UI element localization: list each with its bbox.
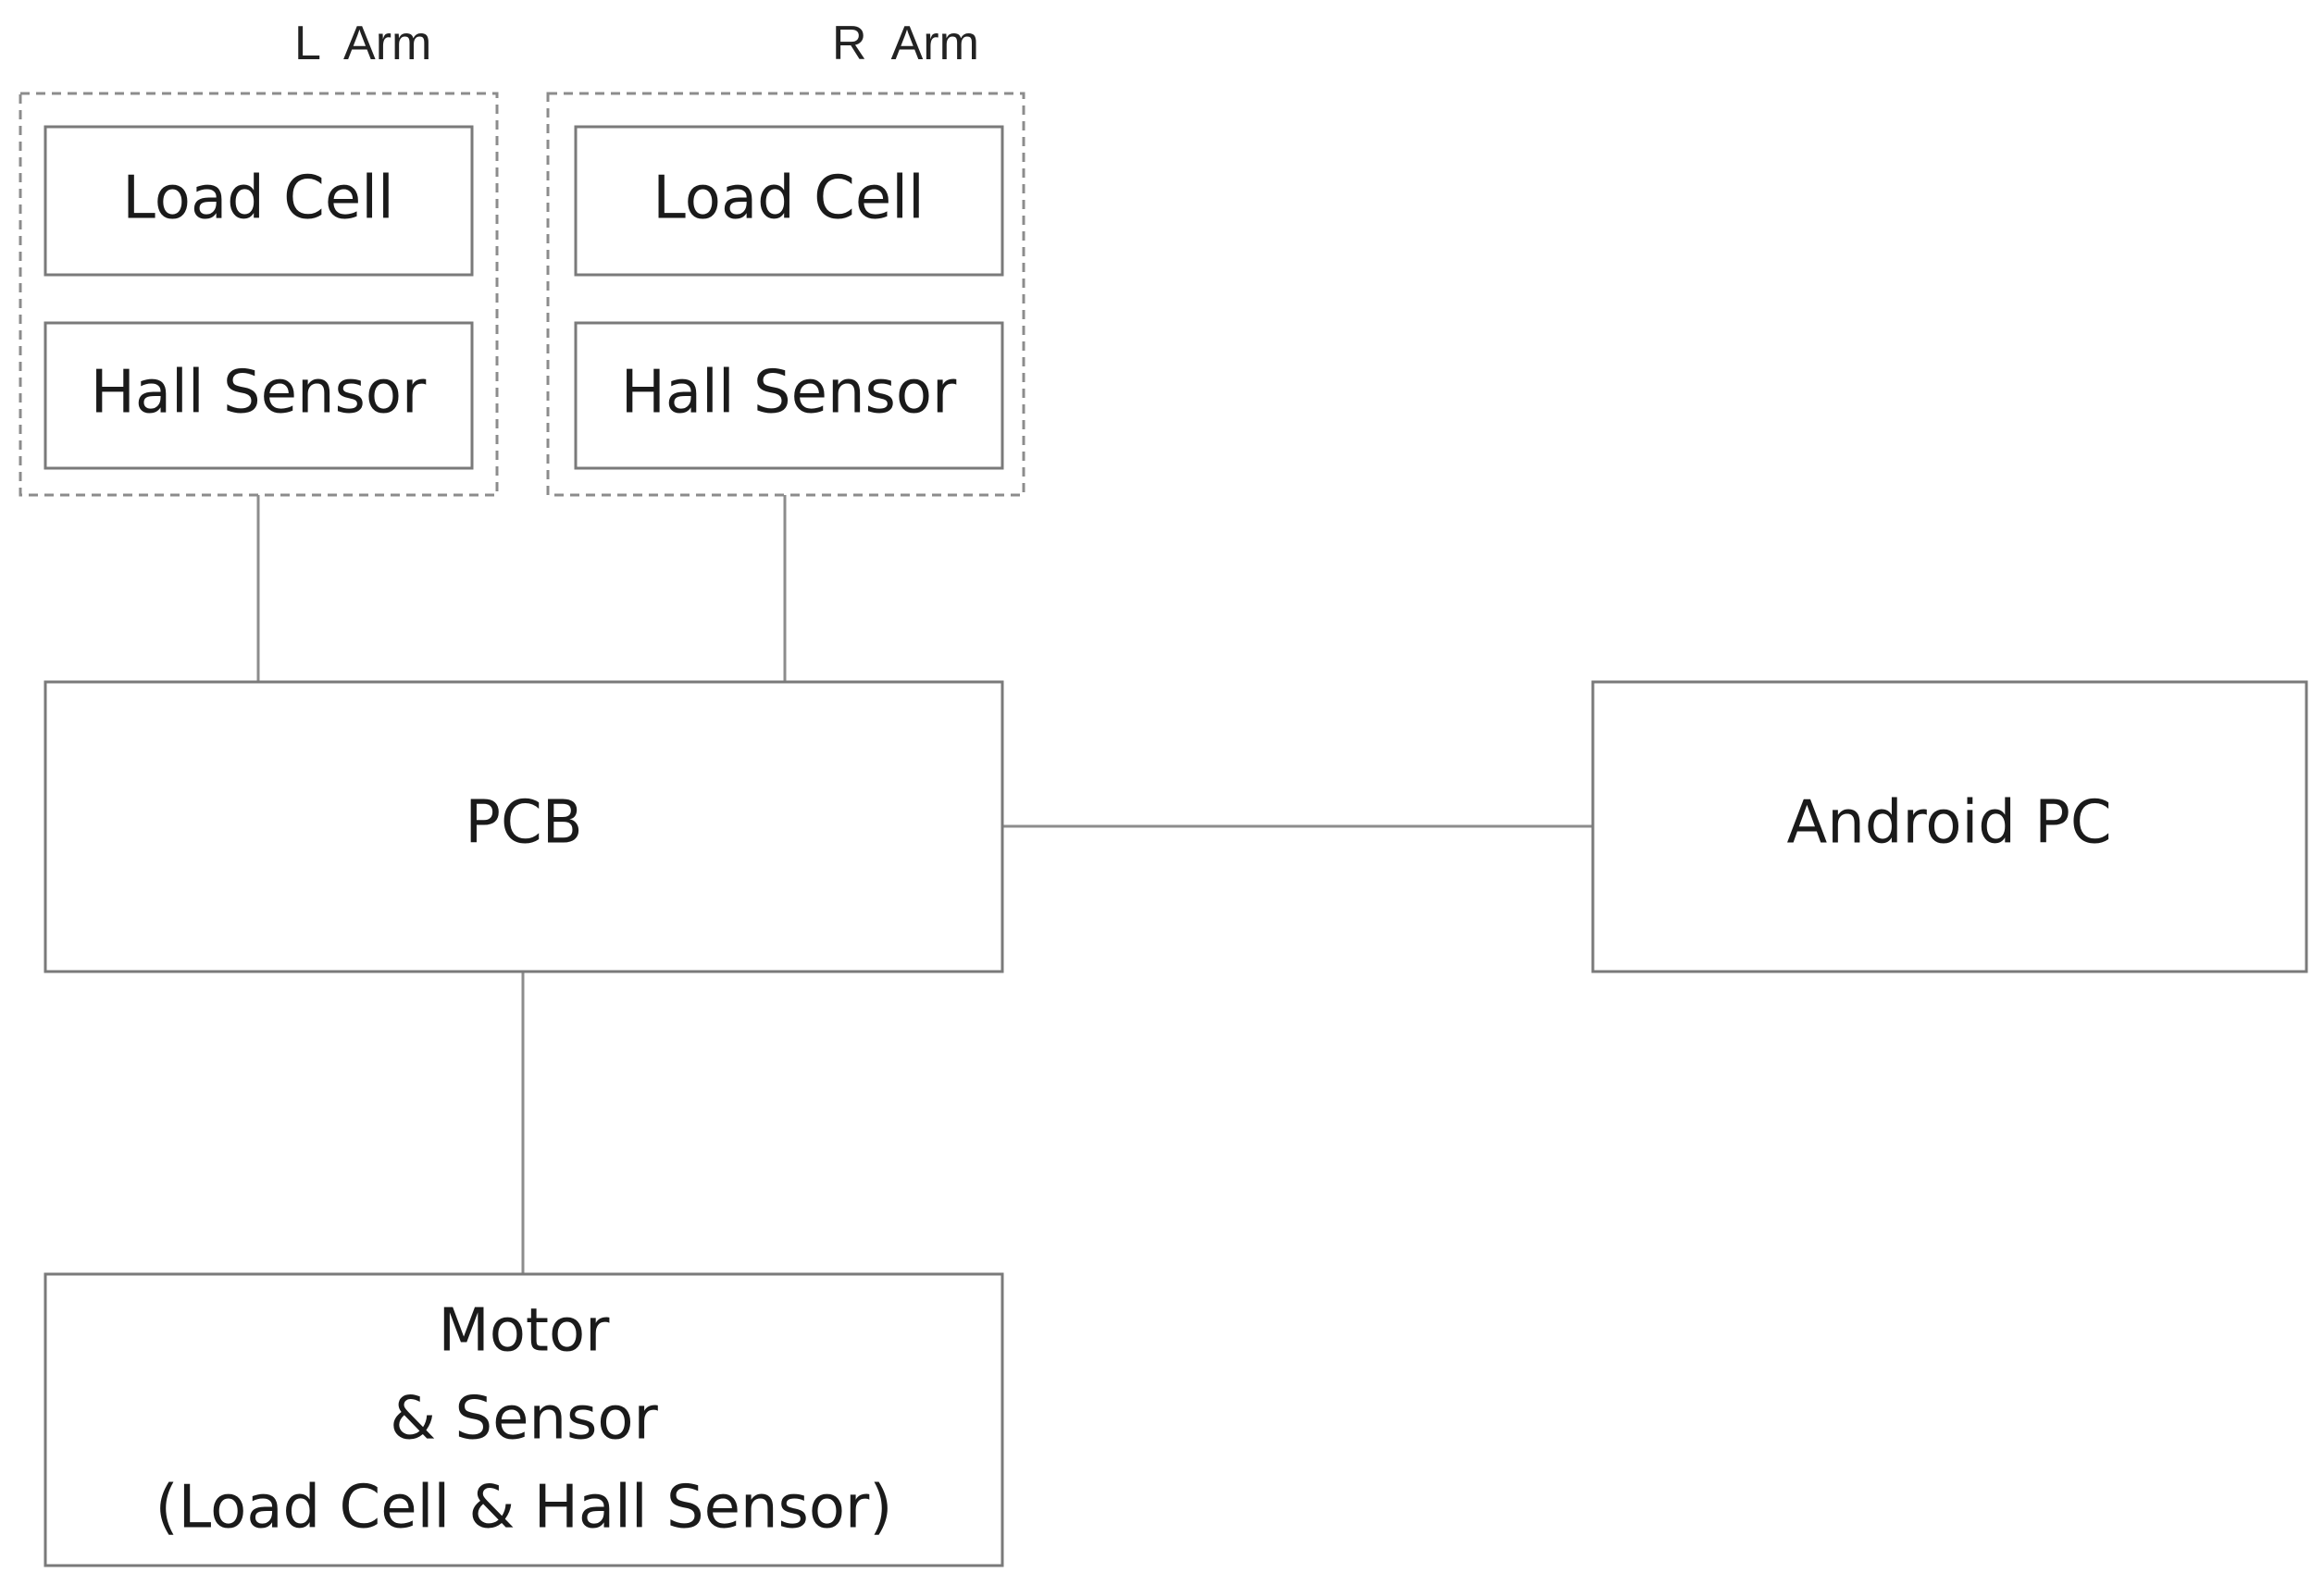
right-load-cell-label: Load Cell [652,165,925,233]
right-arm-group: R Arm Load Cell Hall Sensor [546,17,1025,497]
android-pc-box: Android PC [1591,680,2308,973]
left-arm-boundary [19,92,499,497]
left-load-cell-box: Load Cell [43,125,474,277]
left-arm-label: L Arm [294,17,431,70]
motor-label-line2: & Sensor [390,1385,658,1454]
pcb-label: PCB [465,789,582,858]
left-hall-sensor-label: Hall Sensor [91,359,427,427]
right-load-cell-box: Load Cell [574,125,1004,277]
left-hall-sensor-box: Hall Sensor [43,321,474,470]
left-arm-group: L Arm Load Cell Hall Sensor [19,17,499,497]
right-arm-boundary [546,92,1025,497]
pcb-box: PCB [43,680,1004,973]
motor-sensor-box: Motor & Sensor (Load Cell & Hall Sensor) [43,1272,1004,1567]
right-hall-sensor-box: Hall Sensor [574,321,1004,470]
right-arm-label: R Arm [832,17,979,70]
left-load-cell-label: Load Cell [122,165,394,233]
motor-label-line1: Motor [439,1297,611,1366]
motor-label-line3: (Load Cell & Hall Sensor) [155,1474,893,1542]
android-pc-label: Android PC [1786,789,2111,858]
right-hall-sensor-label: Hall Sensor [621,359,957,427]
